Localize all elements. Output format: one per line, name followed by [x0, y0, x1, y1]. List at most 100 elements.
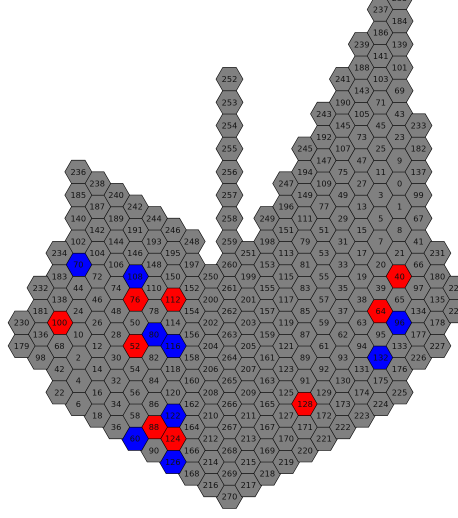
hex-cell-label: 49 [338, 190, 348, 200]
hex-cell-label: 245 [297, 144, 313, 154]
hex-cell-label: 84 [149, 376, 159, 386]
hex-cell-label: 108 [127, 271, 143, 281]
hex-cell-label: 137 [411, 167, 427, 177]
hex-cell-label: 110 [146, 283, 162, 293]
hex-cell-label: 17 [357, 248, 367, 258]
hex-cell-label: 115 [278, 271, 294, 281]
hex-cell-label: 102 [70, 237, 86, 247]
hex-cell-label: 18 [92, 411, 102, 421]
hex-cell-label: 2 [76, 353, 81, 363]
hex-cell-label: 210 [203, 411, 219, 421]
hex-cell-label: 190 [335, 97, 351, 107]
hex-cell-label: 77 [319, 202, 329, 212]
hex-cell-label: 31 [338, 237, 348, 247]
hex-cell-label: 186 [373, 28, 389, 38]
hex-cell: 229 [442, 275, 458, 300]
hex-cell-label: 11 [375, 167, 385, 177]
hex-cell-label: 44 [73, 283, 83, 293]
hex-cell-label: 76 [130, 295, 140, 305]
hex-cell-label: 184 [392, 16, 408, 26]
hex-cell-label: 153 [259, 260, 275, 270]
hex-cell-label: 248 [184, 237, 200, 247]
hex-cell-label: 226 [411, 353, 427, 363]
hex-cell-label: 78 [149, 306, 159, 316]
hex-cell-label: 23 [394, 132, 404, 142]
hex-cell-label: 142 [89, 225, 105, 235]
hex-cell-label: 195 [165, 248, 181, 258]
hex-cell-label: 250 [203, 271, 219, 281]
hex-cell-label: 1 [397, 202, 402, 212]
hex-cell-label: 106 [108, 260, 124, 270]
hex-cell-label: 259 [222, 237, 238, 247]
hex-cell-label: 70 [73, 260, 83, 270]
hex-cell-label: 221 [316, 434, 332, 444]
hex-cell-label: 123 [278, 364, 294, 374]
hex-cell-label: 103 [373, 74, 389, 84]
hex-cell-label: 88 [149, 422, 159, 432]
hex-cell-label: 196 [278, 202, 294, 212]
hex-cell-label: 230 [14, 318, 30, 328]
hex-cell-label: 126 [165, 457, 181, 467]
hex-cell-label: 99 [413, 190, 423, 200]
hex-cell-label: 155 [259, 283, 275, 293]
hex-cell-label: 163 [259, 376, 275, 386]
hex-cell-label: 59 [319, 318, 329, 328]
hex-cell-label: 227 [430, 341, 446, 351]
hex-cell-label: 121 [278, 341, 294, 351]
hex-cell-label: 268 [222, 445, 238, 455]
hex-cell-label: 207 [241, 364, 257, 374]
hex-cell-label: 156 [184, 329, 200, 339]
hex-cell-label: 200 [203, 295, 219, 305]
hex-cell-label: 206 [203, 364, 219, 374]
hex-cell-label: 236 [70, 167, 86, 177]
hex-cell-label: 237 [373, 5, 389, 15]
hex-cell-label: 43 [394, 109, 404, 119]
hex-cell-label: 174 [354, 387, 370, 397]
hex-cell-label: 240 [108, 190, 124, 200]
hex-cell-label: 261 [222, 283, 238, 293]
hex-cell-label: 3 [378, 190, 383, 200]
hex-cell-label: 235 [392, 0, 408, 3]
hex-cell-label: 222 [335, 422, 351, 432]
hex-cell-label: 263 [222, 329, 238, 339]
hex-cell-label: 80 [149, 329, 159, 339]
hex-cell-label: 165 [259, 399, 275, 409]
hex-cell-label: 29 [338, 213, 348, 223]
hex-cell: 230 [7, 310, 36, 335]
hex-cell-label: 19 [357, 271, 367, 281]
hex-cell-label: 251 [241, 248, 257, 258]
hex-cell-label: 265 [222, 376, 238, 386]
hex-cell-label: 149 [297, 190, 313, 200]
hex-cell-label: 66 [413, 260, 423, 270]
hex-cell-label: 150 [165, 271, 181, 281]
hex-cell-label: 93 [338, 353, 348, 363]
hex-cell-label: 87 [300, 329, 310, 339]
hex-cell-label: 179 [14, 341, 30, 351]
hex-cell-label: 118 [165, 364, 181, 374]
hex-cell-label: 120 [165, 387, 181, 397]
hex-cell: 232 [26, 275, 55, 300]
hex-cell-label: 71 [375, 97, 385, 107]
hex-cell-label: 159 [259, 329, 275, 339]
hex-cell-label: 176 [392, 364, 408, 374]
hex-cell: 228 [442, 299, 458, 324]
hex-cell-label: 167 [259, 422, 275, 432]
hex-cell-label: 107 [335, 144, 351, 154]
hex-cell-label: 202 [203, 318, 219, 328]
hex-cell-label: 132 [373, 353, 389, 363]
hex-cell-label: 161 [259, 353, 275, 363]
hex-cell-label: 198 [259, 237, 275, 247]
hex-cell-label: 182 [411, 144, 427, 154]
hex-cell-label: 212 [203, 434, 219, 444]
hex-cell-label: 270 [222, 492, 238, 502]
hex-cell-label: 82 [149, 353, 159, 363]
hex-cell-label: 133 [392, 341, 408, 351]
hex-cell-label: 67 [413, 213, 423, 223]
hex-cell-label: 36 [111, 422, 121, 432]
hex-cell-label: 143 [354, 86, 370, 96]
hex-cell-label: 258 [222, 213, 238, 223]
hex-cell-label: 73 [357, 132, 367, 142]
hex-cell-label: 229 [448, 283, 458, 293]
hex-cell-label: 52 [130, 341, 140, 351]
